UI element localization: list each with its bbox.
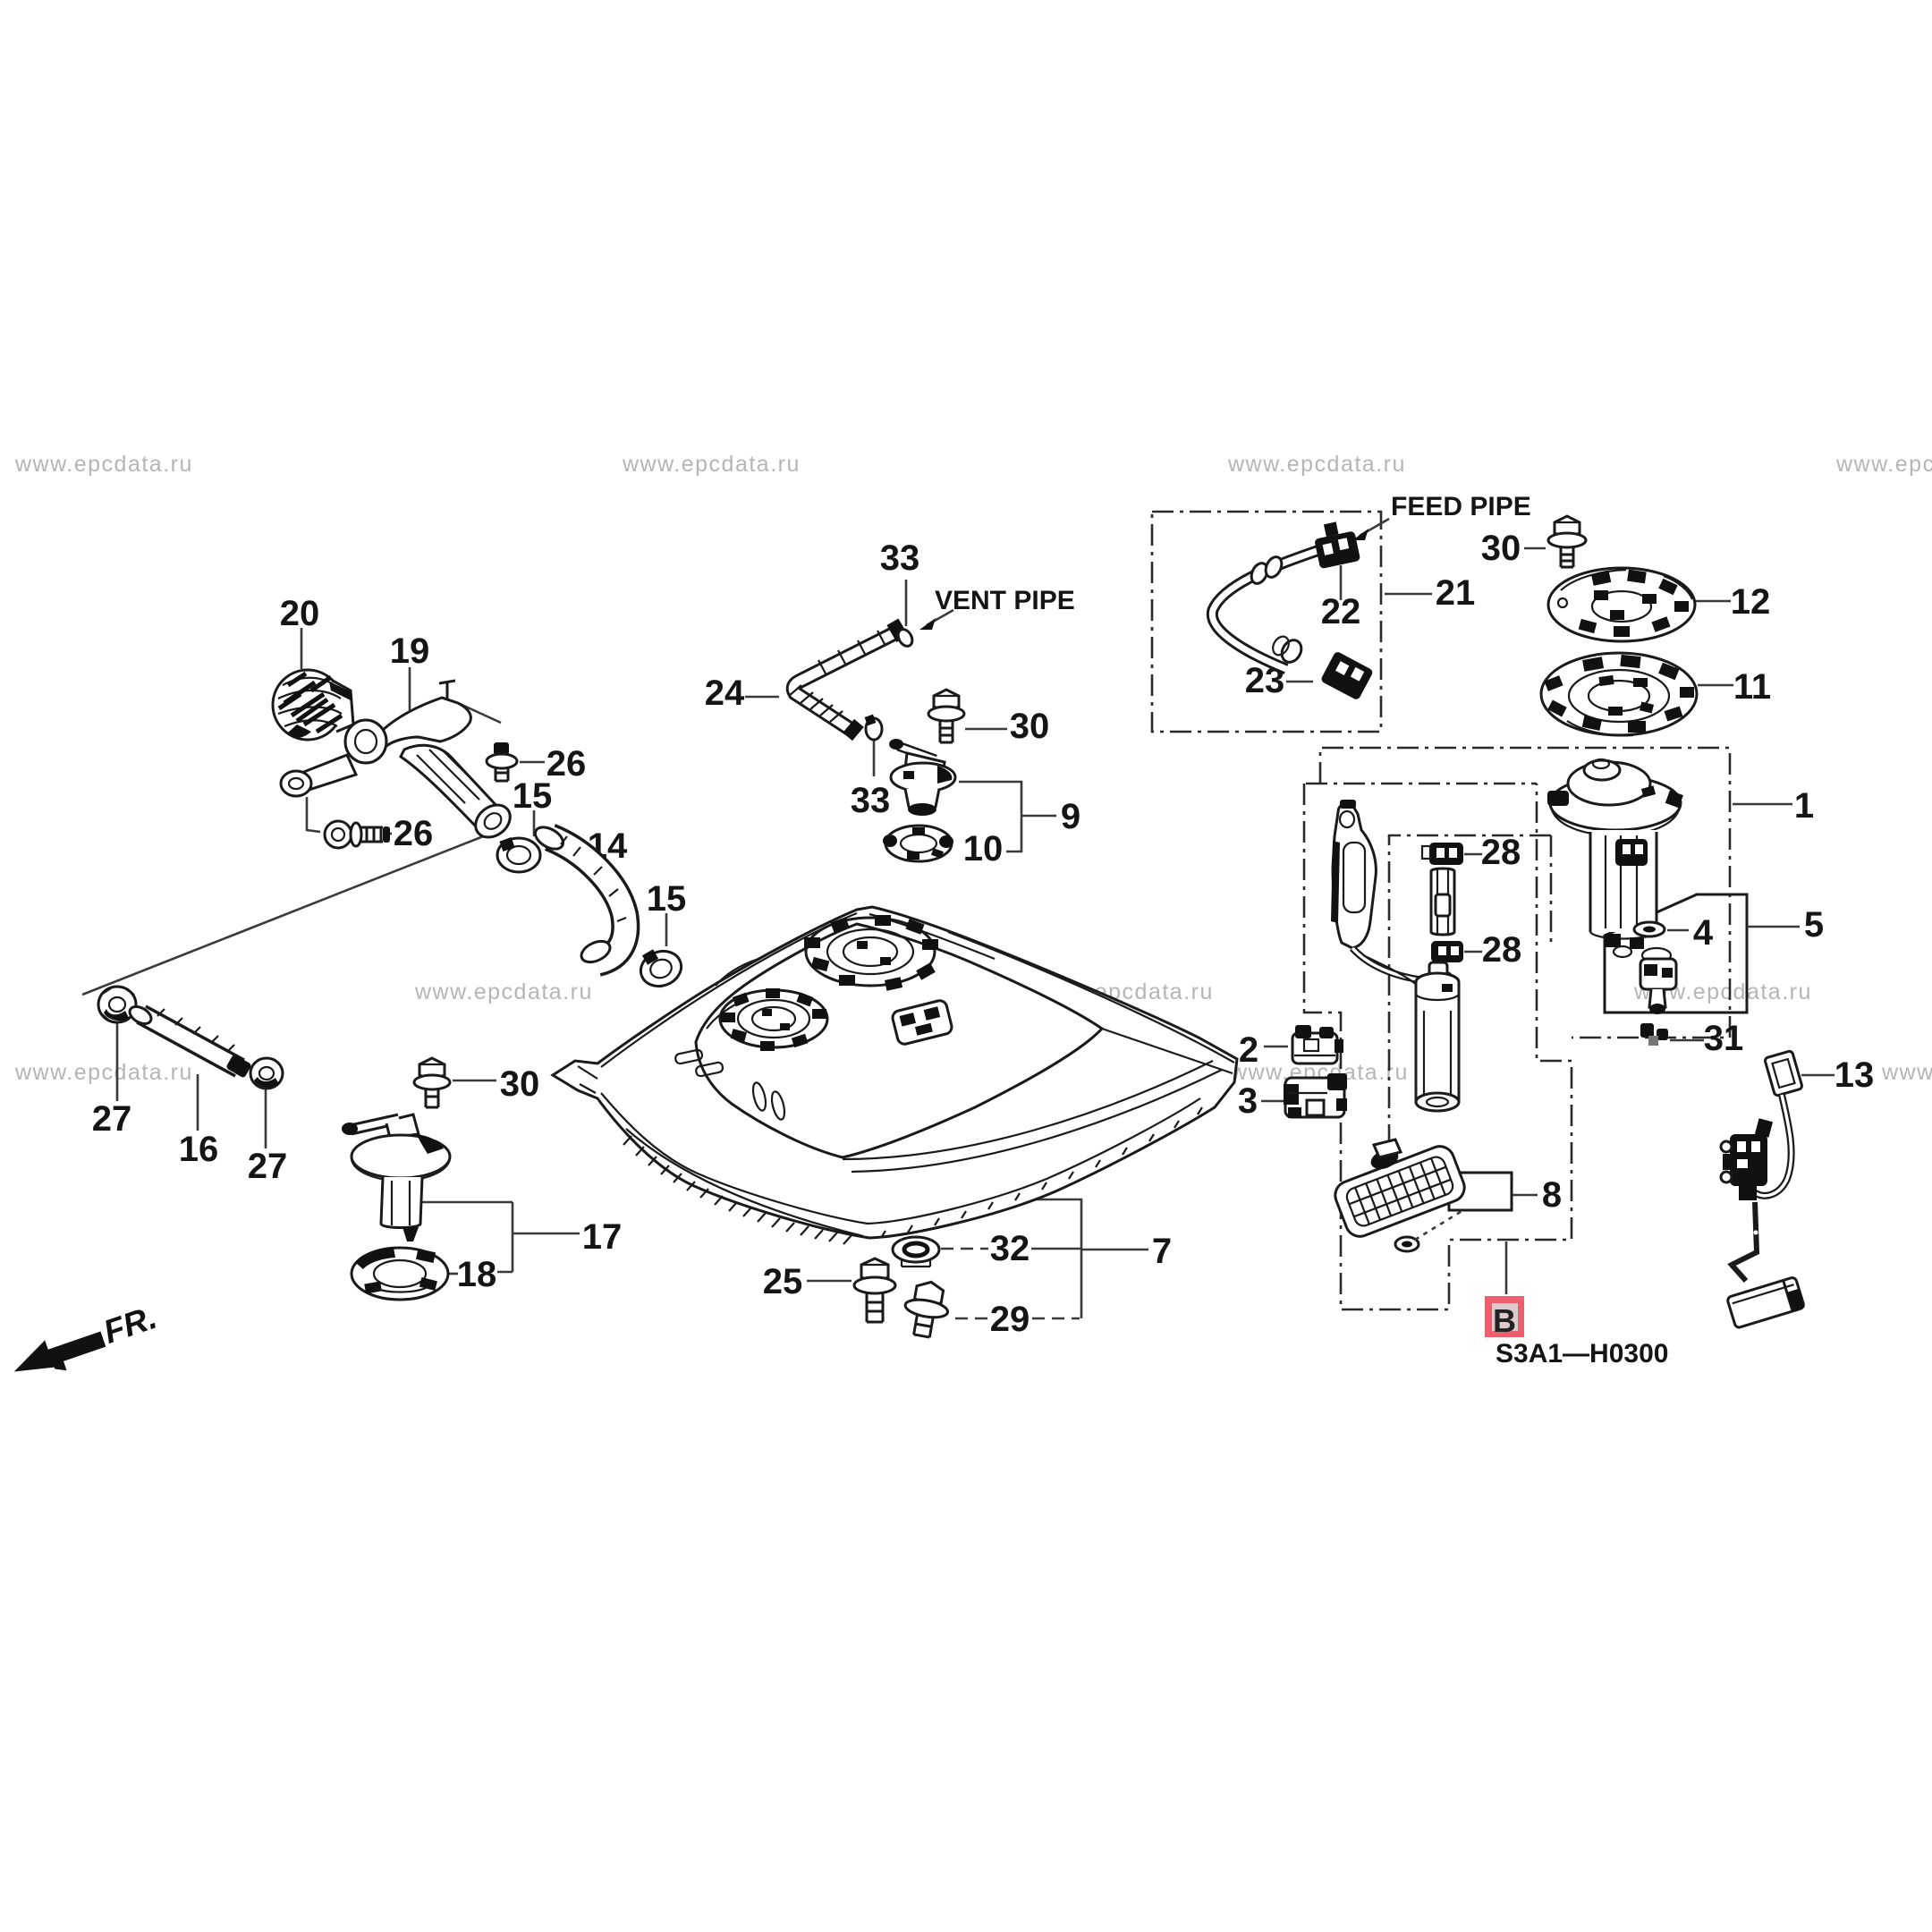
svg-text:15: 15 <box>513 776 553 816</box>
svg-text:3: 3 <box>1238 1081 1258 1121</box>
svg-text:7: 7 <box>1152 1232 1172 1271</box>
svg-text:2: 2 <box>1239 1030 1258 1070</box>
svg-text:11: 11 <box>1733 667 1771 707</box>
svg-text:29: 29 <box>990 1300 1030 1339</box>
svg-text:27: 27 <box>248 1147 288 1186</box>
svg-text:12: 12 <box>1731 582 1771 622</box>
svg-text:31: 31 <box>1704 1019 1744 1058</box>
svg-text:26: 26 <box>547 744 587 784</box>
svg-text:15: 15 <box>647 879 687 919</box>
svg-text:10: 10 <box>963 829 1004 869</box>
svg-text:5: 5 <box>1804 905 1824 945</box>
svg-text:22: 22 <box>1321 592 1361 631</box>
svg-text:www.epcdata.ru: www.epcdata.ru <box>14 452 193 477</box>
svg-text:28: 28 <box>1481 833 1521 872</box>
svg-text:4: 4 <box>1693 913 1714 953</box>
svg-text:www.epcdata.ru: www.epcdata.ru <box>1835 452 1932 477</box>
svg-text:20: 20 <box>280 594 320 633</box>
svg-text:28: 28 <box>1482 930 1522 970</box>
svg-text:19: 19 <box>390 631 430 671</box>
svg-text:21: 21 <box>1436 573 1476 613</box>
svg-text:24: 24 <box>705 674 745 713</box>
svg-text:30: 30 <box>500 1064 540 1104</box>
svg-text:1: 1 <box>1794 786 1814 826</box>
svg-text:8: 8 <box>1542 1175 1562 1215</box>
svg-text:25: 25 <box>763 1262 803 1301</box>
svg-text:33: 33 <box>880 538 920 578</box>
svg-text:26: 26 <box>394 814 434 853</box>
svg-text:www.epcdata.ru: www.epcdata.ru <box>1227 452 1406 477</box>
svg-text:www.epcdata.ru: www.epcdata.ru <box>414 979 593 1004</box>
svg-text:9: 9 <box>1061 797 1080 836</box>
svg-text:www.epcdata.ru: www.epcdata.ru <box>1881 1060 1932 1085</box>
svg-text:33: 33 <box>851 781 891 820</box>
svg-text:18: 18 <box>457 1255 497 1294</box>
svg-text:30: 30 <box>1481 529 1521 568</box>
svg-text:16: 16 <box>179 1130 219 1169</box>
svg-text:B: B <box>1493 1302 1516 1339</box>
svg-text:13: 13 <box>1835 1055 1875 1095</box>
svg-text:30: 30 <box>1010 707 1050 746</box>
svg-text:www.epcdata.ru: www.epcdata.ru <box>622 452 801 477</box>
svg-text:27: 27 <box>92 1099 132 1139</box>
svg-text:FEED PIPE: FEED PIPE <box>1391 492 1531 521</box>
svg-text:17: 17 <box>582 1217 623 1257</box>
svg-text:32: 32 <box>990 1229 1030 1268</box>
svg-text:VENT PIPE: VENT PIPE <box>935 586 1075 615</box>
svg-text:S3A1—H0300: S3A1—H0300 <box>1496 1339 1668 1368</box>
svg-text:www.epcdata.ru: www.epcdata.ru <box>14 1060 193 1085</box>
